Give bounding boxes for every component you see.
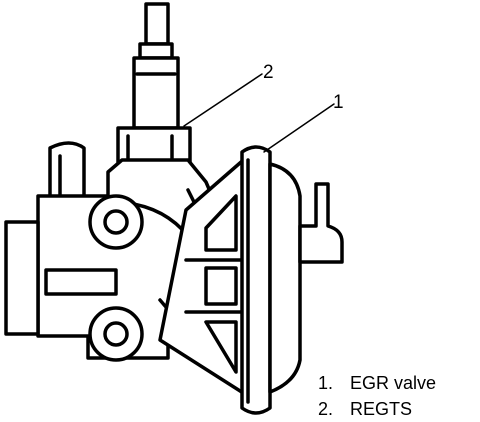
vacuum-port xyxy=(298,182,344,264)
callout-number-1: 1 xyxy=(333,92,344,113)
bolt-boss-upper xyxy=(88,194,144,250)
legend-item-egr-valve: 1. EGR valve xyxy=(318,370,436,396)
regts-sensor xyxy=(116,2,192,164)
callout-number-2: 2 xyxy=(263,62,274,83)
legend-label: EGR valve xyxy=(350,373,437,393)
hose-nipple xyxy=(48,141,86,202)
diaphragm-housing xyxy=(268,162,302,394)
diaphragm-flange xyxy=(240,145,272,415)
legend-number: 1. xyxy=(318,373,334,393)
legend-item-regts: 2. REGTS xyxy=(318,396,436,422)
legend-number: 2. xyxy=(318,399,334,419)
legend-label: REGTS xyxy=(350,399,413,419)
leader-lines xyxy=(183,73,335,153)
bolt-boss-lower xyxy=(88,306,144,362)
legend: 1. EGR valve 2. REGTS xyxy=(318,370,436,422)
